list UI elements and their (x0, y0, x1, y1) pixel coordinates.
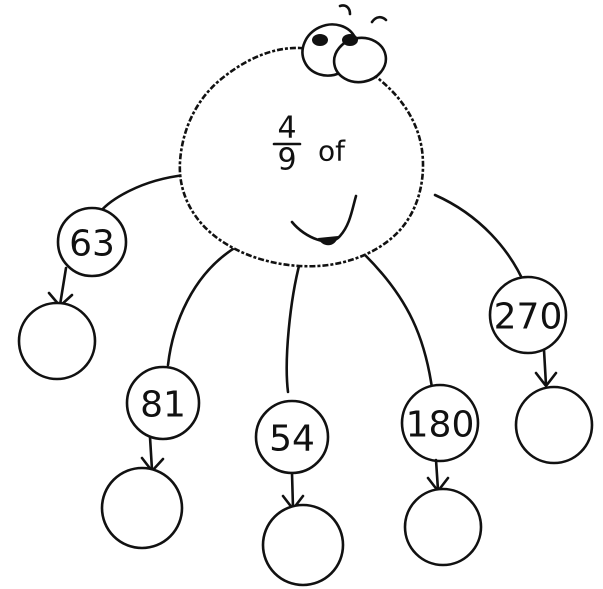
creature-pupil-right (342, 34, 358, 46)
arrow-81 (142, 437, 163, 471)
leg-line-270 (435, 195, 525, 285)
arrow-270 (536, 350, 556, 386)
fraction-denominator: 9 (277, 143, 296, 178)
leg-line-180 (365, 255, 432, 388)
leg-line-54 (287, 262, 300, 392)
number-54: 54 (269, 419, 315, 460)
creature-body (180, 48, 423, 266)
arrow-180 (428, 460, 448, 491)
answer-circle-81[interactable] (102, 468, 182, 548)
operator-word: of (318, 135, 346, 168)
creature-pupil-left (312, 34, 328, 46)
answer-circle-270[interactable] (516, 387, 592, 463)
answer-circle-63[interactable] (19, 303, 95, 379)
answer-circle-180[interactable] (405, 489, 481, 565)
arrow-54 (283, 473, 303, 509)
number-81: 81 (140, 385, 186, 426)
answer-circle-54[interactable] (263, 505, 343, 585)
creature-eyebrow-left (340, 5, 350, 14)
leg-line-63 (100, 175, 185, 212)
number-63: 63 (69, 224, 115, 265)
fraction-numerator: 4 (277, 111, 296, 146)
number-270: 270 (494, 297, 563, 338)
number-180: 180 (406, 405, 475, 446)
creature-eyebrow-right (372, 17, 386, 22)
arrow-63 (49, 268, 72, 306)
leg-line-81 (168, 242, 245, 365)
